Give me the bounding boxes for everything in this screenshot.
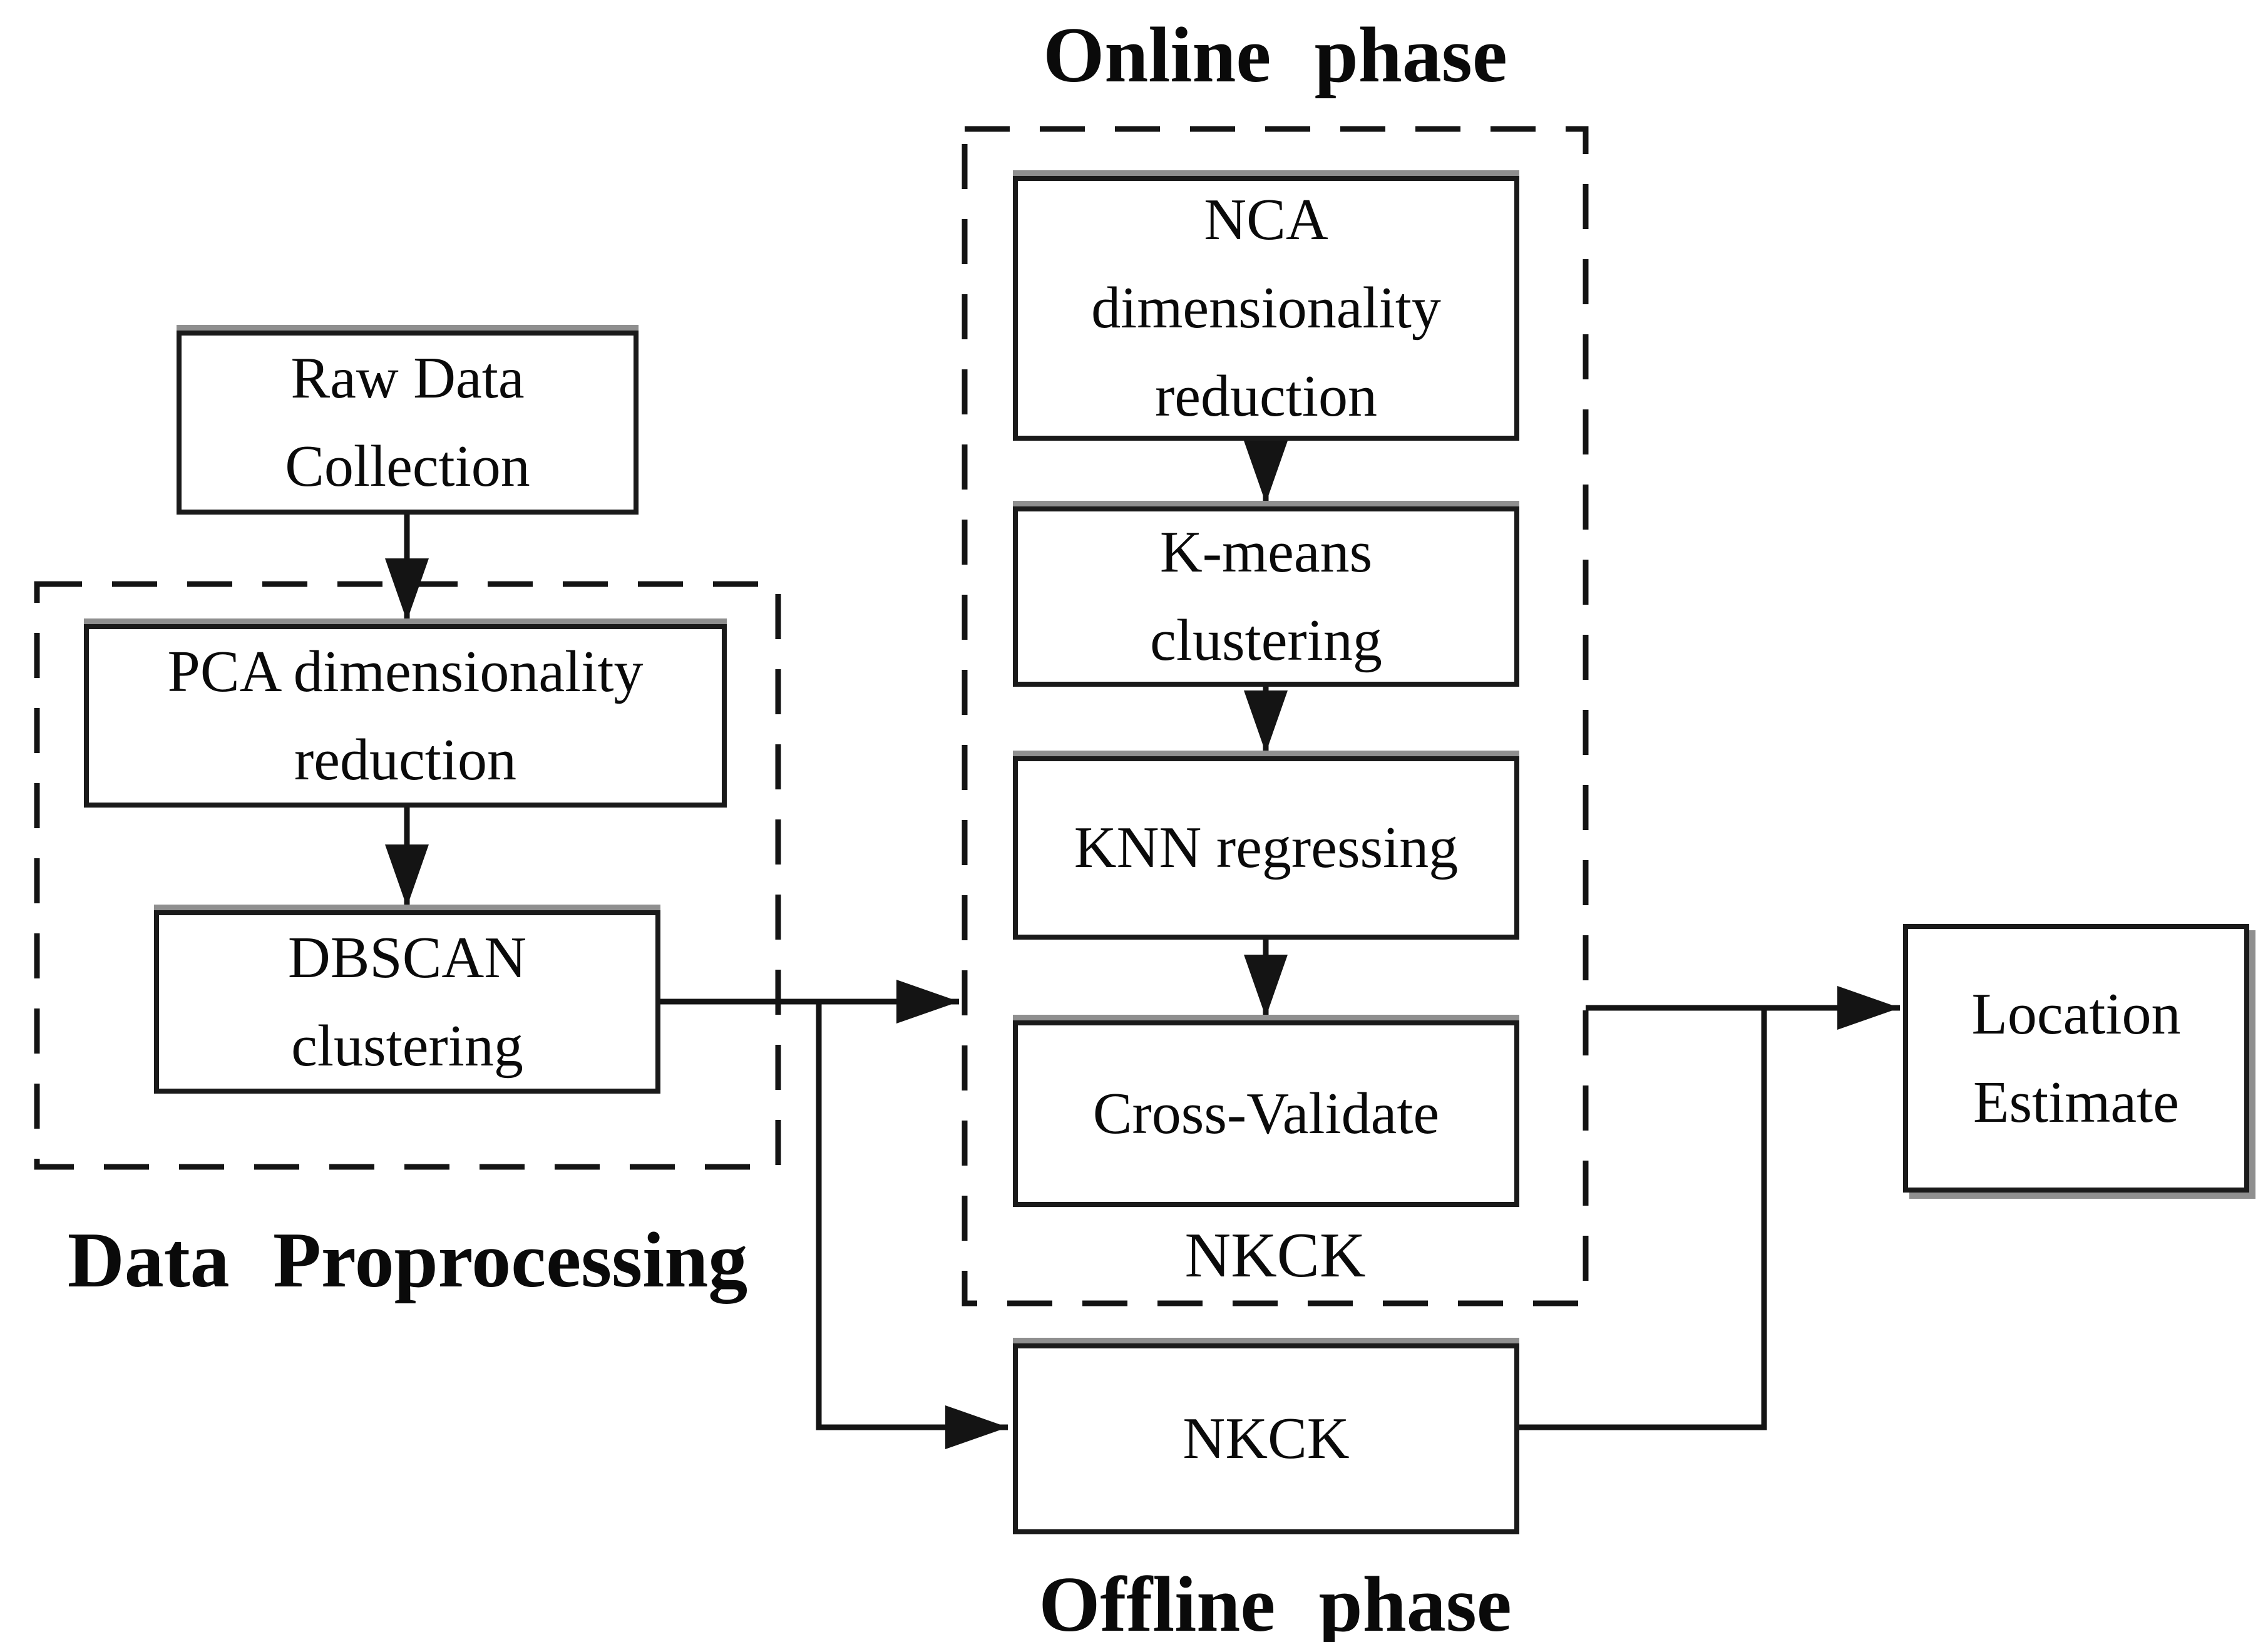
node-text: Estimate bbox=[1973, 1069, 2179, 1135]
node-text: KNN regressing bbox=[1074, 815, 1459, 880]
node-dbscan-clustering: DBSCAN clustering bbox=[154, 910, 660, 1094]
edge-nkck-to-merge bbox=[1519, 1008, 1767, 1430]
node-text: Location bbox=[1971, 981, 2181, 1047]
node-text: reduction bbox=[1155, 364, 1377, 429]
online-phase-group-border bbox=[962, 126, 1589, 1306]
node-text: dimensionality bbox=[1091, 275, 1441, 341]
node-text: Cross-Validate bbox=[1092, 1080, 1440, 1146]
node-text: clustering bbox=[291, 1013, 523, 1079]
offline-phase-label: Offline phase bbox=[1039, 1561, 1512, 1642]
node-nkck: NKCK bbox=[1013, 1343, 1519, 1534]
node-raw-data-collection: Raw Data Collection bbox=[177, 331, 639, 515]
node-text: reduction bbox=[294, 727, 516, 793]
nkck-group-label: NKCK bbox=[1184, 1220, 1366, 1291]
online-phase-label: Online phase bbox=[1043, 12, 1507, 99]
data-preprocessing-label: Data Proprocessing bbox=[67, 1217, 748, 1304]
node-text: clustering bbox=[1150, 608, 1382, 673]
edge-dbscan-to-nkck bbox=[816, 1002, 1008, 1449]
node-text: K-means bbox=[1159, 520, 1373, 585]
node-text: Collection bbox=[285, 434, 530, 499]
node-text: NCA bbox=[1204, 187, 1328, 252]
node-location-estimate: Location Estimate bbox=[1903, 924, 2249, 1193]
data-preprocessing-group-border bbox=[34, 581, 781, 1170]
node-text: PCA dimensionality bbox=[167, 639, 644, 704]
node-nca-dimensionality-reduction: NCA dimensionality reduction bbox=[1013, 176, 1519, 441]
node-text: NKCK bbox=[1183, 1406, 1350, 1471]
node-knn-regressing: KNN regressing bbox=[1013, 756, 1519, 940]
node-text: DBSCAN bbox=[287, 925, 527, 990]
node-text: Raw Data bbox=[290, 346, 525, 411]
node-cross-validate: Cross-Validate bbox=[1013, 1020, 1519, 1207]
node-kmeans-clustering: K-means clustering bbox=[1013, 506, 1519, 687]
node-pca-dimensionality-reduction: PCA dimensionality reduction bbox=[84, 624, 727, 808]
